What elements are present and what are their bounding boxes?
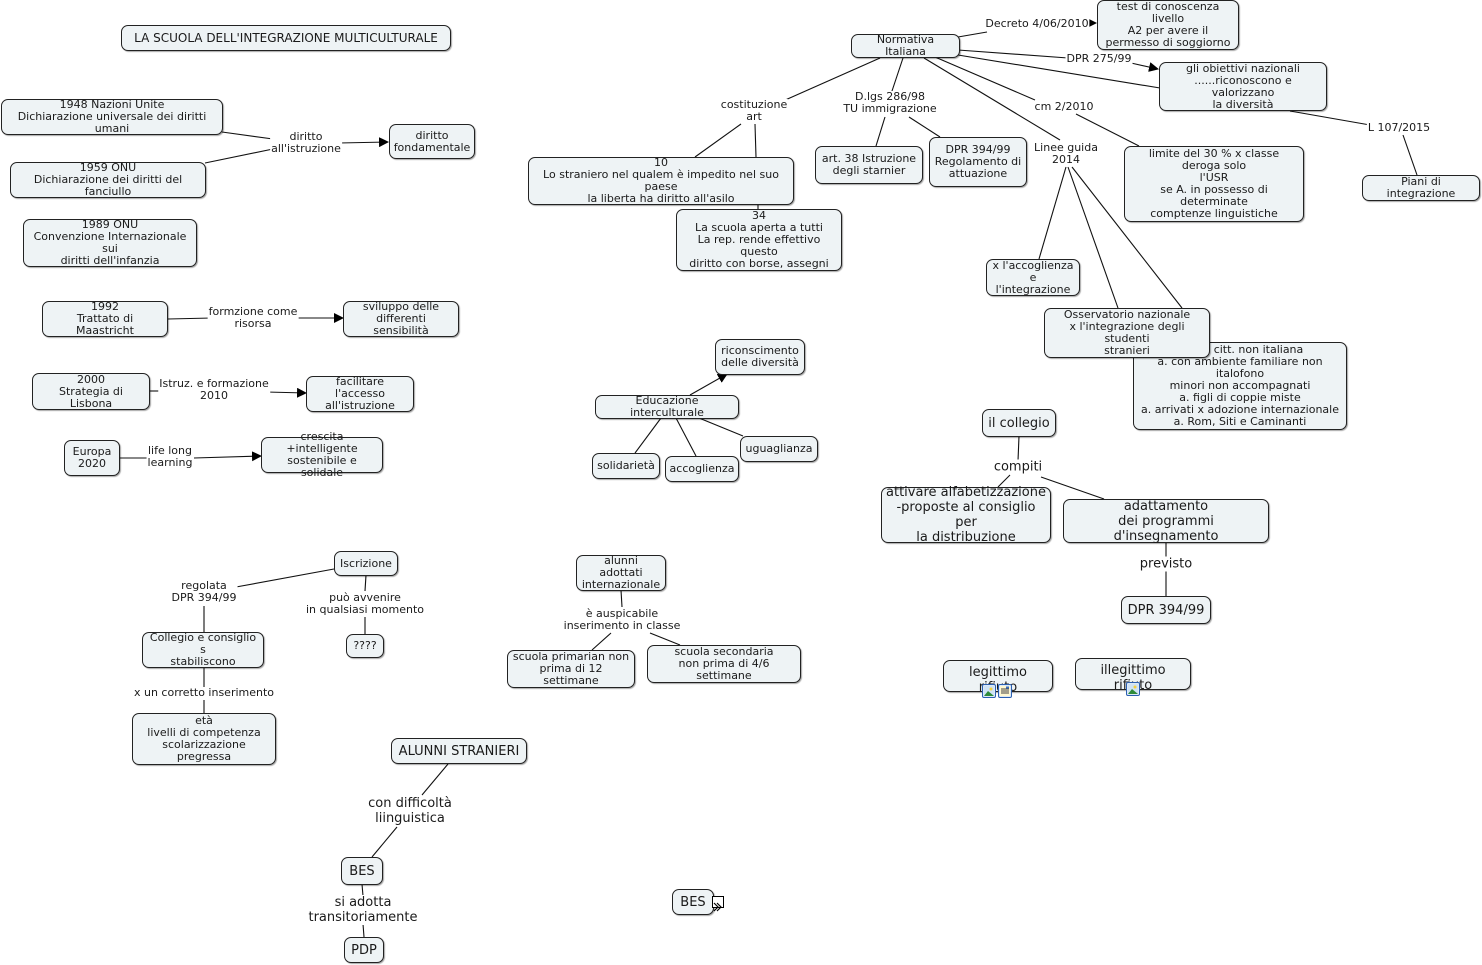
link-label-dlgs: D.lgs 286/98 TU immigrazione	[842, 90, 938, 115]
node-alunni-adottati[interactable]: alunni adottati internazionale	[576, 555, 666, 591]
map-title-node[interactable]: LA SCUOLA DELL'INTEGRAZIONE MULTICULTURA…	[121, 25, 451, 51]
node-scuola-primaria[interactable]: scuola primarian non prima di 12 settima…	[507, 650, 635, 688]
node-art-10[interactable]: 10 Lo straniero nel qualem è impedito ne…	[528, 157, 794, 205]
link-label-decreto: Decreto 4/06/2010	[984, 17, 1090, 30]
link-label-istruz-formazione: Istruz. e formazione 2010	[158, 377, 270, 402]
link-label-dpr275: DPR 275/99	[1065, 52, 1133, 65]
node-test-conoscenza[interactable]: test di conoscenza livello A2 per avere …	[1097, 0, 1239, 50]
link-label-si-adotta: si adotta transitoriamente	[307, 895, 419, 925]
node-1948-nazioni-unite[interactable]: 1948 Nazioni Unite Dichiarazione univers…	[1, 99, 223, 135]
node-eta-livelli[interactable]: età livelli di competenza scolarizzazion…	[132, 713, 276, 765]
node-bes[interactable]: BES	[341, 857, 383, 885]
node-il-collegio[interactable]: il collegio	[982, 409, 1056, 437]
node-normativa-italiana[interactable]: Normativa Italiana	[851, 34, 960, 58]
node-europa-2020[interactable]: Europa 2020	[64, 440, 120, 476]
node-accoglienza-integrazione[interactable]: x l'accoglienza e l'integrazione	[986, 259, 1080, 296]
node-1959-onu[interactable]: 1959 ONU Dichiarazione dei diritti del f…	[10, 162, 206, 198]
node-riconoscimento-diversita[interactable]: riconscimento delle diversità	[715, 339, 805, 375]
node-crescita[interactable]: crescita +intelligente sostenibile e sol…	[261, 431, 383, 479]
node-educazione-interculturale[interactable]: Educazione interculturale	[595, 395, 739, 419]
node-dpr-394[interactable]: DPR 394/99	[1121, 596, 1211, 624]
image-resource-icon[interactable]	[1126, 682, 1140, 696]
document-resource-icon[interactable]	[998, 684, 1012, 698]
nested-map-icon[interactable]	[712, 896, 724, 912]
node-osservatorio-nazionale[interactable]: Osservatorio nazionale x l'integrazione …	[1044, 308, 1210, 358]
node-strategia-lisbona[interactable]: 2000 Strategia di Lisbona	[32, 373, 150, 410]
node-adattamento-programmi[interactable]: adattamento dei programmi d'insegnamento	[1063, 499, 1269, 544]
link-label-linee-guida: Linee guida 2014	[1033, 141, 1099, 166]
node-piani-integrazione[interactable]: Piani di integrazione	[1362, 175, 1480, 201]
link-label-l107: L 107/2015	[1366, 121, 1432, 134]
link-label-life-long: life long learning	[146, 444, 194, 469]
node-categorie-alunni[interactable]: a. con citt. non italiana a. con ambient…	[1133, 342, 1347, 430]
link-label-regolata: regolata DPR 394/99	[170, 579, 238, 604]
node-solidarieta[interactable]: solidarietà	[592, 453, 660, 479]
link-label-formazione-risorsa: formzione come risorsa	[207, 305, 299, 330]
node-sviluppo-sensibilita[interactable]: sviluppo delle differenti sensibilità	[343, 301, 459, 337]
link-label-compiti: compiti	[992, 459, 1044, 475]
node-obiettivi-nazionali[interactable]: gli obiettivi nazionali ......riconoscon…	[1159, 62, 1327, 111]
node-maastricht[interactable]: 1992 Trattato di Maastricht	[42, 301, 168, 337]
node-bes-linked[interactable]: BES	[672, 889, 714, 915]
node-collegio-consiglio[interactable]: Collegio e consiglio s stabiliscono	[142, 632, 264, 668]
image-resource-icon[interactable]	[982, 684, 996, 698]
node-facilitare-accesso[interactable]: facilitare l'accesso all'istruzione	[306, 376, 414, 412]
link-label-puo-avvenire: può avvenire in qualsiasi momento	[304, 591, 426, 616]
node-art-34[interactable]: 34 La scuola aperta a tutti La rep. rend…	[676, 209, 842, 271]
node-accoglienza[interactable]: accoglienza	[665, 456, 739, 482]
link-label-cm2010: cm 2/2010	[1033, 100, 1095, 113]
node-iscrizione[interactable]: Iscrizione	[334, 551, 398, 576]
node-limite-30[interactable]: limite del 30 % x classe deroga solo l'U…	[1124, 146, 1304, 222]
node-alunni-stranieri[interactable]: ALUNNI STRANIERI	[391, 738, 527, 764]
link-label-auspicabile: è auspicabile inserimento in classe	[562, 607, 682, 632]
link-label-costituzione: costituzione art	[719, 98, 789, 123]
node-art-38[interactable]: art. 38 Istruzione degli starnier	[815, 146, 923, 184]
node-dpr-394-regolamento[interactable]: DPR 394/99 Regolamento di attuazione	[929, 137, 1027, 187]
node-scuola-secondaria[interactable]: scuola secondaria non prima di 4/6 setti…	[647, 645, 801, 683]
node-uguaglianza[interactable]: uguaglianza	[740, 436, 818, 462]
link-label-diritto-istruzione: diritto all'istruzione	[270, 130, 342, 155]
node-question-marks[interactable]: ????	[346, 634, 384, 658]
link-label-difficolta: con difficoltà liinguistica	[367, 796, 453, 826]
link-label-previsto: previsto	[1138, 556, 1194, 572]
node-attivare-alfabetizzazione[interactable]: attivare alfabetizzazione -proposte al c…	[881, 485, 1051, 545]
node-pdp[interactable]: PDP	[344, 937, 384, 963]
link-label-corretto-inserimento: x un corretto inserimento	[132, 686, 276, 699]
node-diritto-fondamentale[interactable]: diritto fondamentale	[389, 124, 475, 159]
node-1989-onu[interactable]: 1989 ONU Convenzione Internazionale sui …	[23, 219, 197, 267]
